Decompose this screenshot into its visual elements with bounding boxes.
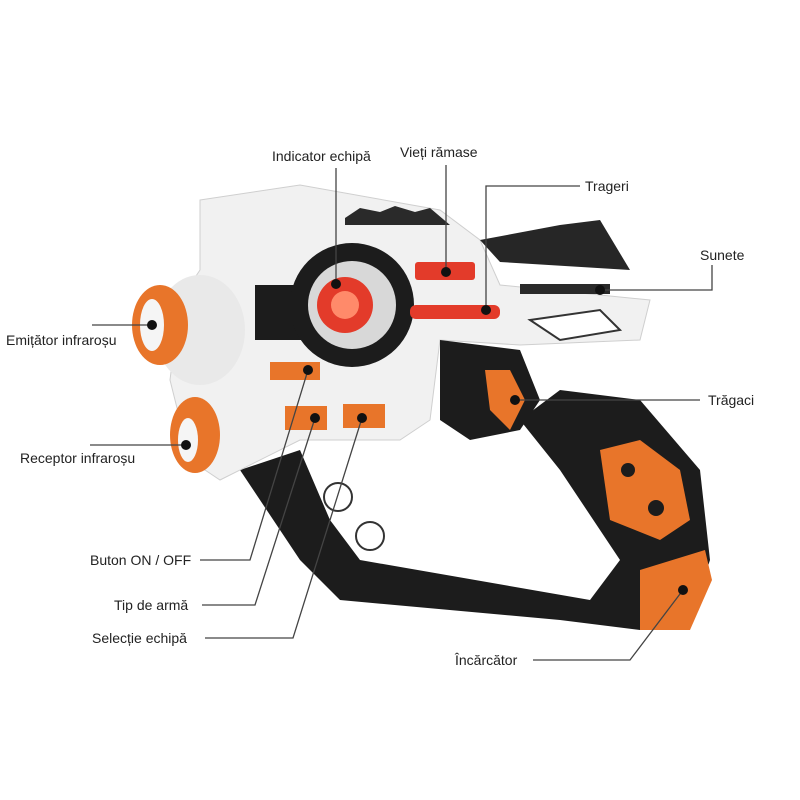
leader-dot [181,440,191,450]
leader-dot [310,413,320,423]
grip-screw-icon [648,500,664,516]
top-rail [345,206,450,225]
leader-line-on-off [200,369,309,561]
leader-line-charger [533,589,684,661]
leader-dot [595,285,605,295]
sound-grille [520,284,610,294]
leader-lines [90,165,713,661]
grip-screw-icon [621,463,635,477]
leader-dot [510,395,520,405]
label-charger: Încărcător [455,652,518,668]
label-trigger: Trăgaci [708,392,755,408]
ir-receiver-lens [178,418,198,462]
label-ir-emitter: Emițător infraroșu [6,332,117,348]
rear-sight [480,220,630,270]
leader-dot [147,320,157,330]
leader-line-sounds [600,265,713,291]
label-team-select: Selecție echipă [92,630,187,646]
leader-dot [303,365,313,375]
leader-dot [331,279,341,289]
gun-grip [240,390,710,630]
leader-line-team-select [205,417,363,639]
leader-line-weapon-type [202,417,316,606]
label-on-off-button: Buton ON / OFF [90,552,192,568]
leader-dots [147,267,688,595]
charger-cap [640,550,712,630]
label-shots: Trageri [585,178,629,194]
leader-dot [481,305,491,315]
leader-dot [678,585,688,595]
grip-orange-panel [600,440,690,540]
leader-line-shots [485,185,580,310]
label-weapon-type: Tip de armă [114,597,189,613]
barrel-decal [527,308,623,342]
label-ir-receiver: Receptor infraroșu [20,450,136,466]
frame-button-outline [355,521,385,551]
leader-dot [441,267,451,277]
frame-button-outline [323,482,353,512]
team-indicator-glow [331,291,359,319]
trigger [485,370,525,430]
label-team-indicator: Indicator echipă [272,148,371,164]
label-lives-left: Vieți rămase [400,144,478,160]
leader-dot [357,413,367,423]
shots-display [410,305,500,319]
label-sounds: Sunete [700,247,745,263]
